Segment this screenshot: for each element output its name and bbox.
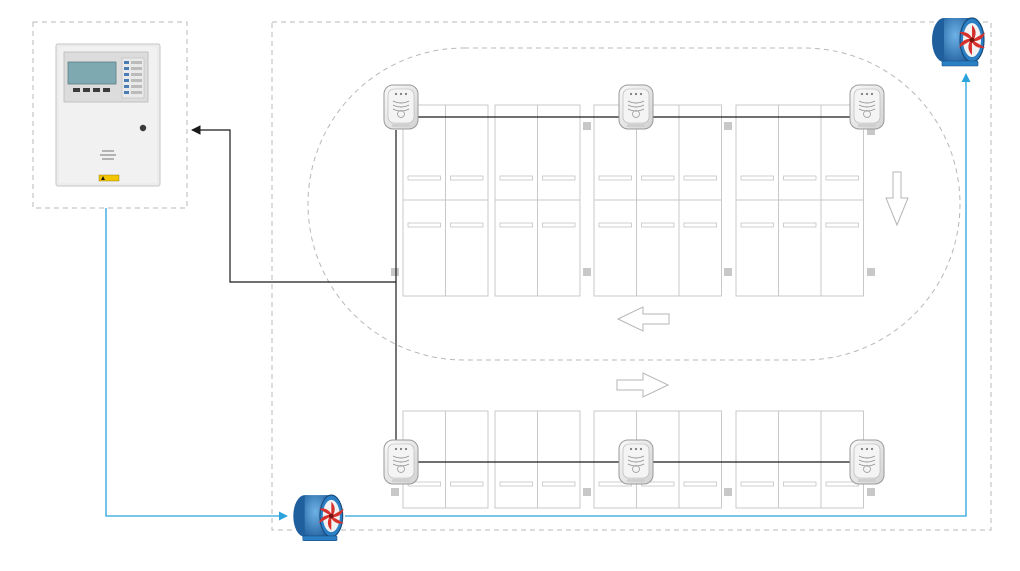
gas-detector-icon: [849, 84, 885, 130]
parking-stall-marker: [450, 175, 484, 181]
area-boundaries: [32, 21, 992, 531]
flow-arrow-left: [616, 306, 670, 332]
parking-stall-group: [593, 410, 722, 509]
column-pillar: [724, 268, 732, 276]
parking-stall-marker: [683, 175, 717, 181]
column-pillar: [583, 122, 591, 130]
parking-stall-marker: [499, 481, 533, 487]
gas-detector-icon: [618, 84, 654, 130]
gas-detector-icon: [849, 439, 885, 485]
parking-stall-group: [735, 410, 864, 509]
parking-stall-marker: [783, 222, 817, 228]
warning-sticker: [98, 174, 120, 182]
detection-zone-boundary: [307, 47, 961, 361]
parking-stall-marker: [407, 175, 441, 181]
flow-arrow-right: [616, 372, 670, 398]
parking-stall-marker: [598, 175, 632, 181]
fan-to-fan-line: [345, 73, 971, 517]
parking-stall-marker: [499, 175, 533, 181]
parking-stall-marker: [450, 222, 484, 228]
column-pillar: [391, 488, 399, 496]
gas-alarm-controller-icon: [55, 43, 161, 187]
lock-icon: [139, 124, 147, 132]
parking-stall-marker: [783, 481, 817, 487]
parking-stall-marker: [450, 481, 484, 487]
gas-detector-icon: [383, 439, 419, 485]
gas-detectors: [383, 84, 885, 485]
signal-to-controller-line: [191, 125, 396, 283]
axial-exhaust-fan-icon: [293, 494, 344, 541]
column-pillar: [583, 488, 591, 496]
parking-stall-marker: [641, 222, 675, 228]
parking-stall-group: [735, 199, 864, 297]
parking-stall-group: [593, 199, 722, 297]
controller-to-fan-line: [105, 208, 288, 521]
axial-exhaust-fan-icon: [932, 17, 985, 67]
column-pillar: [724, 122, 732, 130]
column-pillar: [867, 268, 875, 276]
parking-stall-group: [735, 104, 864, 201]
parking-stall-marker: [683, 481, 717, 487]
parking-stall-marker: [499, 222, 533, 228]
parking-stall-marker: [825, 175, 859, 181]
column-pillar: [867, 127, 875, 135]
parking-stall-marker: [783, 175, 817, 181]
fan-control-wiring: [105, 73, 971, 521]
exhaust-fans: [293, 17, 985, 541]
parking-stall-marker: [740, 481, 774, 487]
lcd-screen: [67, 61, 117, 85]
column-pillar: [391, 268, 399, 276]
traffic-flow-arrows: [616, 171, 909, 398]
parking-stall-marker: [740, 222, 774, 228]
parking-stall-marker: [683, 222, 717, 228]
controller-area-boundary: [32, 21, 188, 209]
column-pillars: [391, 122, 875, 496]
garage-area-boundary: [271, 21, 992, 531]
parking-stall-marker: [542, 481, 576, 487]
parking-stall-marker: [407, 222, 441, 228]
parking-stall-marker: [598, 222, 632, 228]
parking-stall-marker: [825, 222, 859, 228]
gas-detector-icon: [618, 439, 654, 485]
parking-stall-marker: [542, 222, 576, 228]
parking-stall-marker: [641, 175, 675, 181]
speaker-grille-icon: [100, 150, 116, 160]
column-pillar: [724, 488, 732, 496]
parking-stall-group: [593, 104, 722, 201]
keypad: [73, 88, 110, 92]
gas-detector-icon: [383, 84, 419, 130]
column-pillar: [583, 268, 591, 276]
column-pillar: [867, 488, 875, 496]
flow-arrow-down: [885, 171, 909, 227]
status-indicator-column: [121, 57, 145, 99]
parking-stalls: [402, 104, 864, 509]
parking-stall-marker: [740, 175, 774, 181]
parking-stall-marker: [542, 175, 576, 181]
